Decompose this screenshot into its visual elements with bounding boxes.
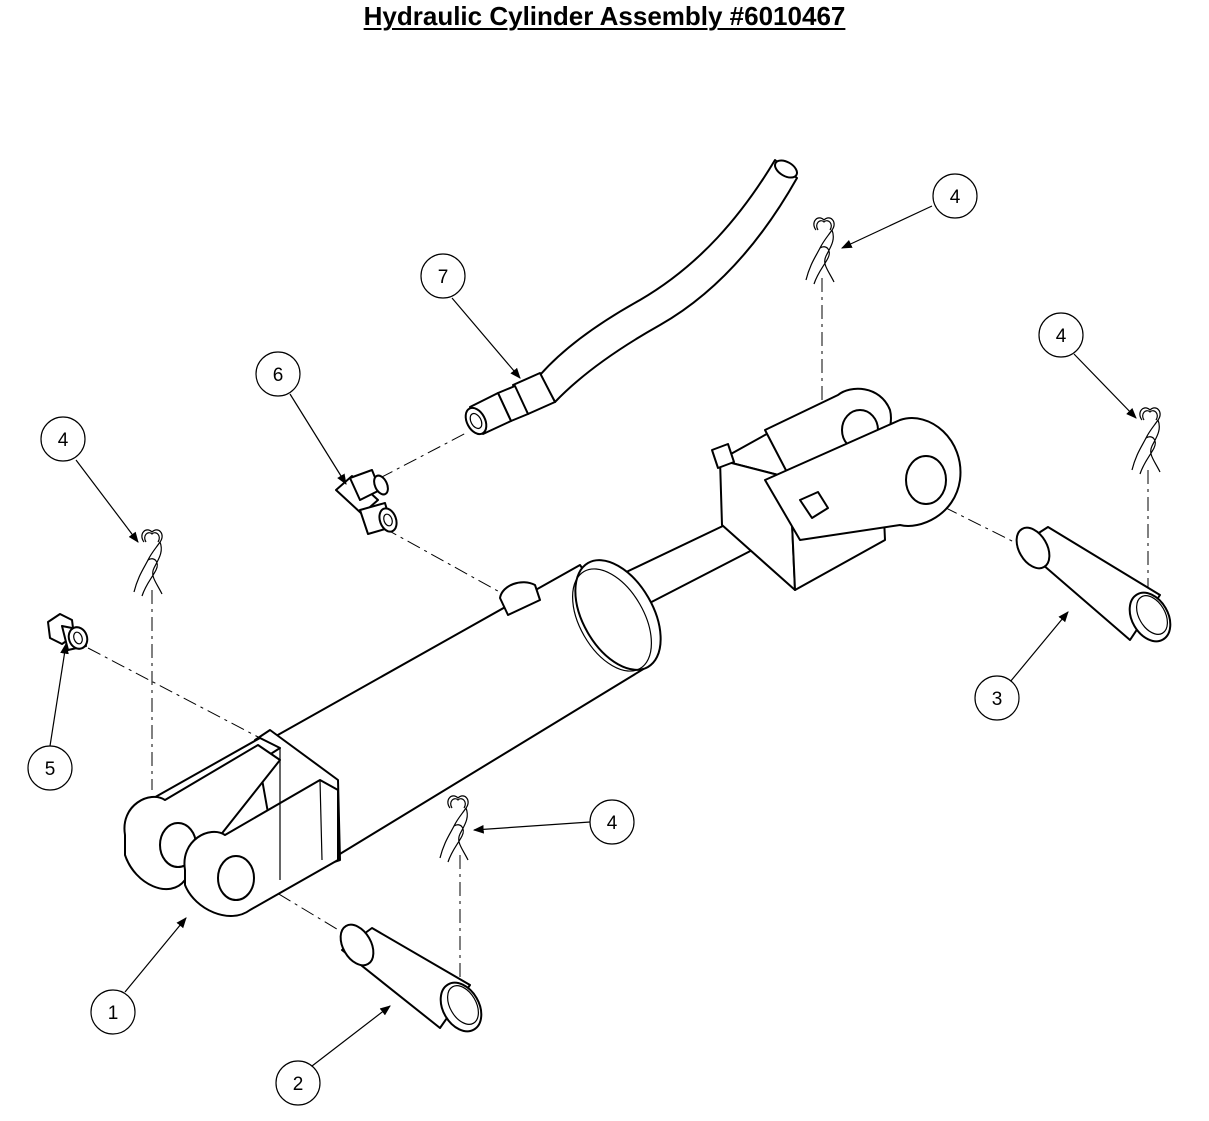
cylinder-barrel: [259, 559, 662, 861]
svg-text:3: 3: [992, 689, 1003, 710]
title-text: Hydraulic Cylinder Assembly #6010467: [363, 1, 846, 31]
callout-1: 1: [90, 989, 136, 1035]
svg-text:4: 4: [607, 813, 618, 834]
hair-pin-clip: [133, 529, 163, 597]
svg-text:7: 7: [438, 267, 449, 288]
hair-pin-clip: [1131, 407, 1161, 475]
callout-3: 3: [974, 675, 1020, 721]
leader-lines: [49, 205, 1137, 1067]
breather-plug: [47, 613, 89, 651]
callout-6: 6: [255, 351, 301, 397]
clevis-pin-lower: [339, 923, 483, 1033]
svg-text:2: 2: [293, 1074, 304, 1095]
callout-4: 4: [1038, 312, 1084, 358]
hydraulic-hose: [464, 159, 798, 436]
diagram-title: Hydraulic Cylinder Assembly #6010467: [0, 0, 1209, 32]
clevis-pin-upper: [1015, 526, 1172, 643]
callout-4: 4: [40, 416, 86, 462]
rod-clevis: [711, 387, 962, 591]
svg-text:6: 6: [273, 365, 284, 386]
callout-4: 4: [589, 799, 635, 845]
callout-7: 7: [420, 253, 466, 299]
hair-pin-clip: [805, 217, 835, 285]
callout-5: 5: [27, 745, 73, 791]
callout-4: 4: [932, 173, 978, 219]
svg-text:4: 4: [1056, 326, 1067, 347]
hair-pin-clip: [439, 795, 469, 863]
svg-text:4: 4: [58, 430, 69, 451]
svg-text:5: 5: [45, 759, 56, 780]
elbow-fitting: [335, 469, 398, 535]
svg-text:1: 1: [108, 1003, 119, 1024]
callout-2: 2: [275, 1060, 321, 1106]
base-clevis: [123, 729, 341, 917]
svg-text:4: 4: [950, 187, 961, 208]
